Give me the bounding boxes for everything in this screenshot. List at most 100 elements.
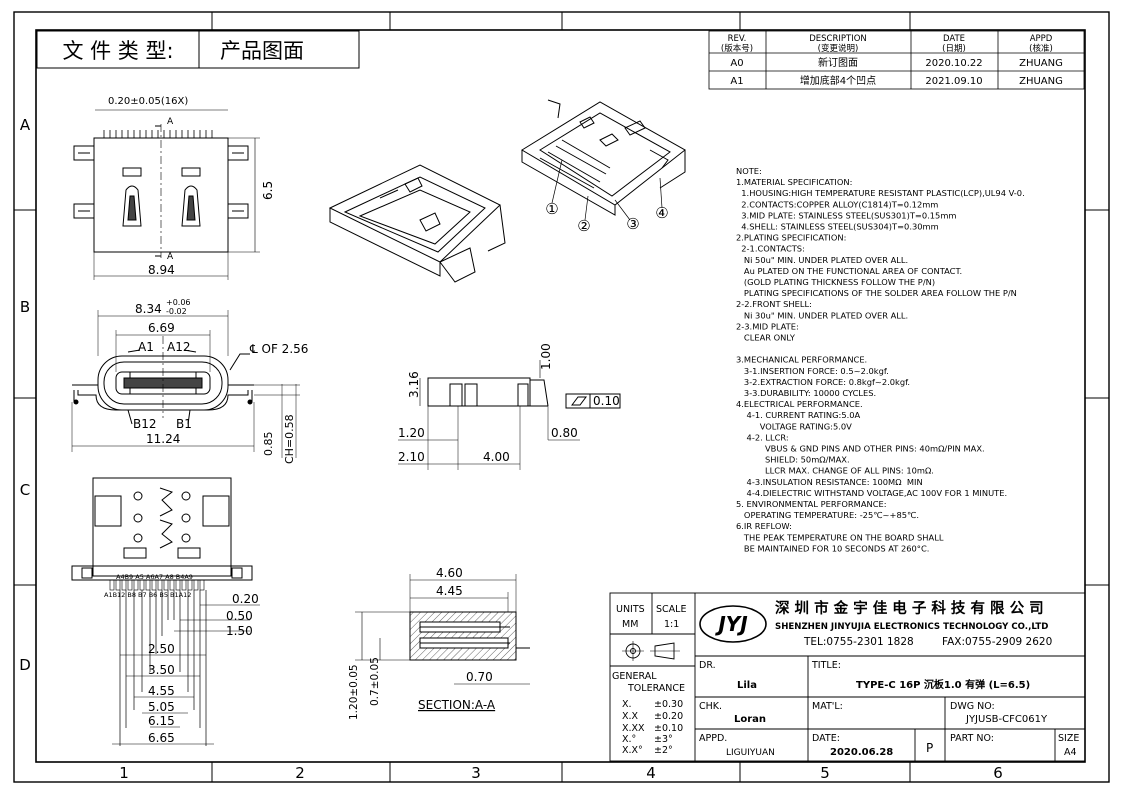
dim-505: 5.05: [148, 700, 175, 714]
scale-value: 1:1: [664, 619, 679, 630]
height-dim: 6.5: [261, 181, 275, 200]
dim-665: 6.65: [148, 731, 175, 745]
note-line: 4.ELECTRICAL PERFORMANCE.: [736, 399, 863, 409]
company-tel: TEL:0755-2301 1828: [803, 636, 914, 648]
callout-2: ②: [577, 217, 590, 235]
callout-1: ①: [545, 200, 558, 218]
size-value: A4: [1064, 747, 1077, 758]
callout-3: ③: [626, 215, 639, 233]
pitch-dim: 0.20±0.05(16X): [108, 96, 188, 107]
centerline-label: ℄ OF 2.56: [249, 342, 308, 356]
note-line: LLCR MAX. CHANGE OF ALL PINS: 10mΩ.: [736, 466, 934, 476]
col-label: 5: [820, 764, 830, 782]
note-line: 2.CONTACTS:COPPER ALLOY(C1814)T=0.12mm: [736, 199, 938, 209]
doc-type-box: 文 件 类 型: 产品图面: [36, 30, 360, 69]
pin-b12-label: B12: [133, 417, 157, 431]
company-name-en: SHENZHEN JINYUJIA ELECTRONICS TECHNOLOGY…: [775, 622, 1048, 632]
col-label: 1: [119, 764, 129, 782]
note-line: VOLTAGE RATING:5.0V: [736, 421, 852, 431]
section-mark-bottom: A: [167, 252, 174, 262]
note-line: 1.MATERIAL SPECIFICATION:: [736, 177, 852, 187]
tol-val: ±0.30: [654, 699, 683, 710]
chk-value: Loran: [734, 714, 766, 725]
bottom-view: [71, 477, 260, 746]
drawing-frame: [13, 11, 1110, 783]
flatness-value: 0.10: [593, 394, 620, 408]
tol-key: X.X: [622, 711, 639, 722]
note-line: 4-3.INSULATION RESISTANCE: 100MΩ MIN: [736, 477, 923, 487]
desc-cell: 新订图面: [818, 56, 858, 69]
col-label: 3: [471, 764, 481, 782]
pin-b1-label: B1: [176, 417, 192, 431]
company-name-cn: 深 圳 市 金 宇 佳 电 子 科 技 有 限 公 司: [775, 599, 1044, 617]
units-label: UNITS: [616, 604, 645, 615]
title-label: TITLE:: [811, 660, 841, 671]
pin-row-top: A4B9 A5 A6A7 A8 B4A9: [116, 573, 193, 581]
title-block-text: UNITS MM SCALE 1:1 JYJ 深 圳 市 金 宇 佳 电 子 科…: [612, 599, 1079, 758]
side-h100-dim: 1.00: [539, 343, 553, 370]
section-view: [355, 574, 530, 685]
note-line: 1.HOUSING:HIGH TEMPERATURE RESISTANT PLA…: [736, 188, 1025, 198]
note-line: OPERATING TEMPERATURE: -25℃~+85℃.: [736, 510, 919, 520]
dim-020: 0.20: [232, 592, 259, 606]
side-d400-dim: 4.00: [483, 450, 510, 464]
note-line: Ni 50u" MIN. UNDER PLATED OVER ALL.: [736, 255, 908, 265]
tol-val: ±2°: [654, 745, 673, 756]
callout-4: ④: [655, 204, 668, 222]
part-label: PART NO:: [950, 733, 994, 744]
title-block: [609, 592, 1086, 762]
date-cell: 2021.09.10: [925, 76, 982, 87]
col-label: 2: [295, 764, 305, 782]
dim-150: 1.50: [226, 624, 253, 638]
section-w445-dim: 4.45: [436, 584, 463, 598]
pin-row-bottom: A1B12 B8 B7 B6 B5 B1A12: [104, 591, 191, 599]
general-tol-1: GENERAL: [612, 671, 657, 682]
section-h120-dim: 1.20±0.05: [348, 664, 360, 720]
note-line: 2-1.CONTACTS:: [736, 244, 805, 254]
section-h07-dim: 0.7±0.05: [369, 657, 381, 706]
date-label: DATE:: [812, 733, 840, 744]
note-line: 2-3.MID PLATE:: [736, 321, 799, 331]
company-fax: FAX:0755-2909 2620: [942, 636, 1052, 648]
side-d080-dim: 0.80: [551, 426, 578, 440]
date-header-cn: (日期): [942, 44, 966, 54]
note-line: 4-2. LLCR:: [736, 432, 789, 442]
tol-lower: -0.02: [166, 307, 187, 316]
note-line: Ni 30u" MIN. UNDER PLATED OVER ALL.: [736, 310, 908, 320]
note-line: 3-3.DURABILITY: 10000 CYCLES.: [736, 388, 876, 398]
isometric-view-right: [521, 99, 686, 221]
overall-width-dim: 11.24: [146, 432, 180, 446]
tol-val: ±0.20: [654, 711, 683, 722]
rev-cell: A0: [730, 58, 743, 69]
bottom-dims: 0.20 0.50 1.50 2.50 3.50 4.55 5.05 6.15 …: [148, 592, 259, 745]
tol-key: X.: [622, 699, 632, 710]
p-mark: P: [926, 741, 933, 755]
note-line: SHIELD: 50mΩ/MAX.: [736, 455, 850, 465]
callouts: ① ② ③ ④: [545, 200, 668, 235]
section-caption: SECTION:A-A: [418, 698, 496, 712]
appd-cell: ZHUANG: [1019, 58, 1063, 69]
date-value: 2020.06.28: [830, 747, 893, 758]
note-line: 2-2.FRONT SHELL:: [736, 299, 812, 309]
row-label: B: [20, 298, 30, 316]
note-line: Au PLATED ON THE FUNCTIONAL AREA OF CONT…: [736, 266, 962, 276]
appd-header-cn: (核准): [1029, 43, 1053, 54]
isometric-view-left: [328, 164, 506, 283]
pin-a12-label: A12: [167, 340, 190, 354]
dim-250: 2.50: [148, 642, 175, 656]
note-line: CLEAR ONLY: [736, 333, 796, 343]
scale-label: SCALE: [656, 604, 686, 615]
side-h316-dim: 3.16: [407, 371, 421, 398]
appd-header-en: APPD: [1030, 34, 1053, 44]
general-tol-2: TOLERANCE: [627, 683, 685, 694]
pin-a1-label: A1: [138, 340, 154, 354]
section-d070-dim: 0.70: [466, 670, 493, 684]
note-line: 3-1.INSERTION FORCE: 0.5~2.0kgf.: [736, 366, 889, 376]
doc-type-label: 文 件 类 型:: [62, 39, 173, 63]
col-label: 6: [993, 764, 1003, 782]
note-line: 4-1. CURRENT RATING:5.0A: [736, 410, 861, 420]
row-label: A: [20, 116, 31, 134]
size-label: SIZE: [1058, 733, 1079, 744]
opening-width-dim: 6.69: [148, 321, 175, 335]
dwg-label: DWG NO:: [950, 701, 995, 712]
